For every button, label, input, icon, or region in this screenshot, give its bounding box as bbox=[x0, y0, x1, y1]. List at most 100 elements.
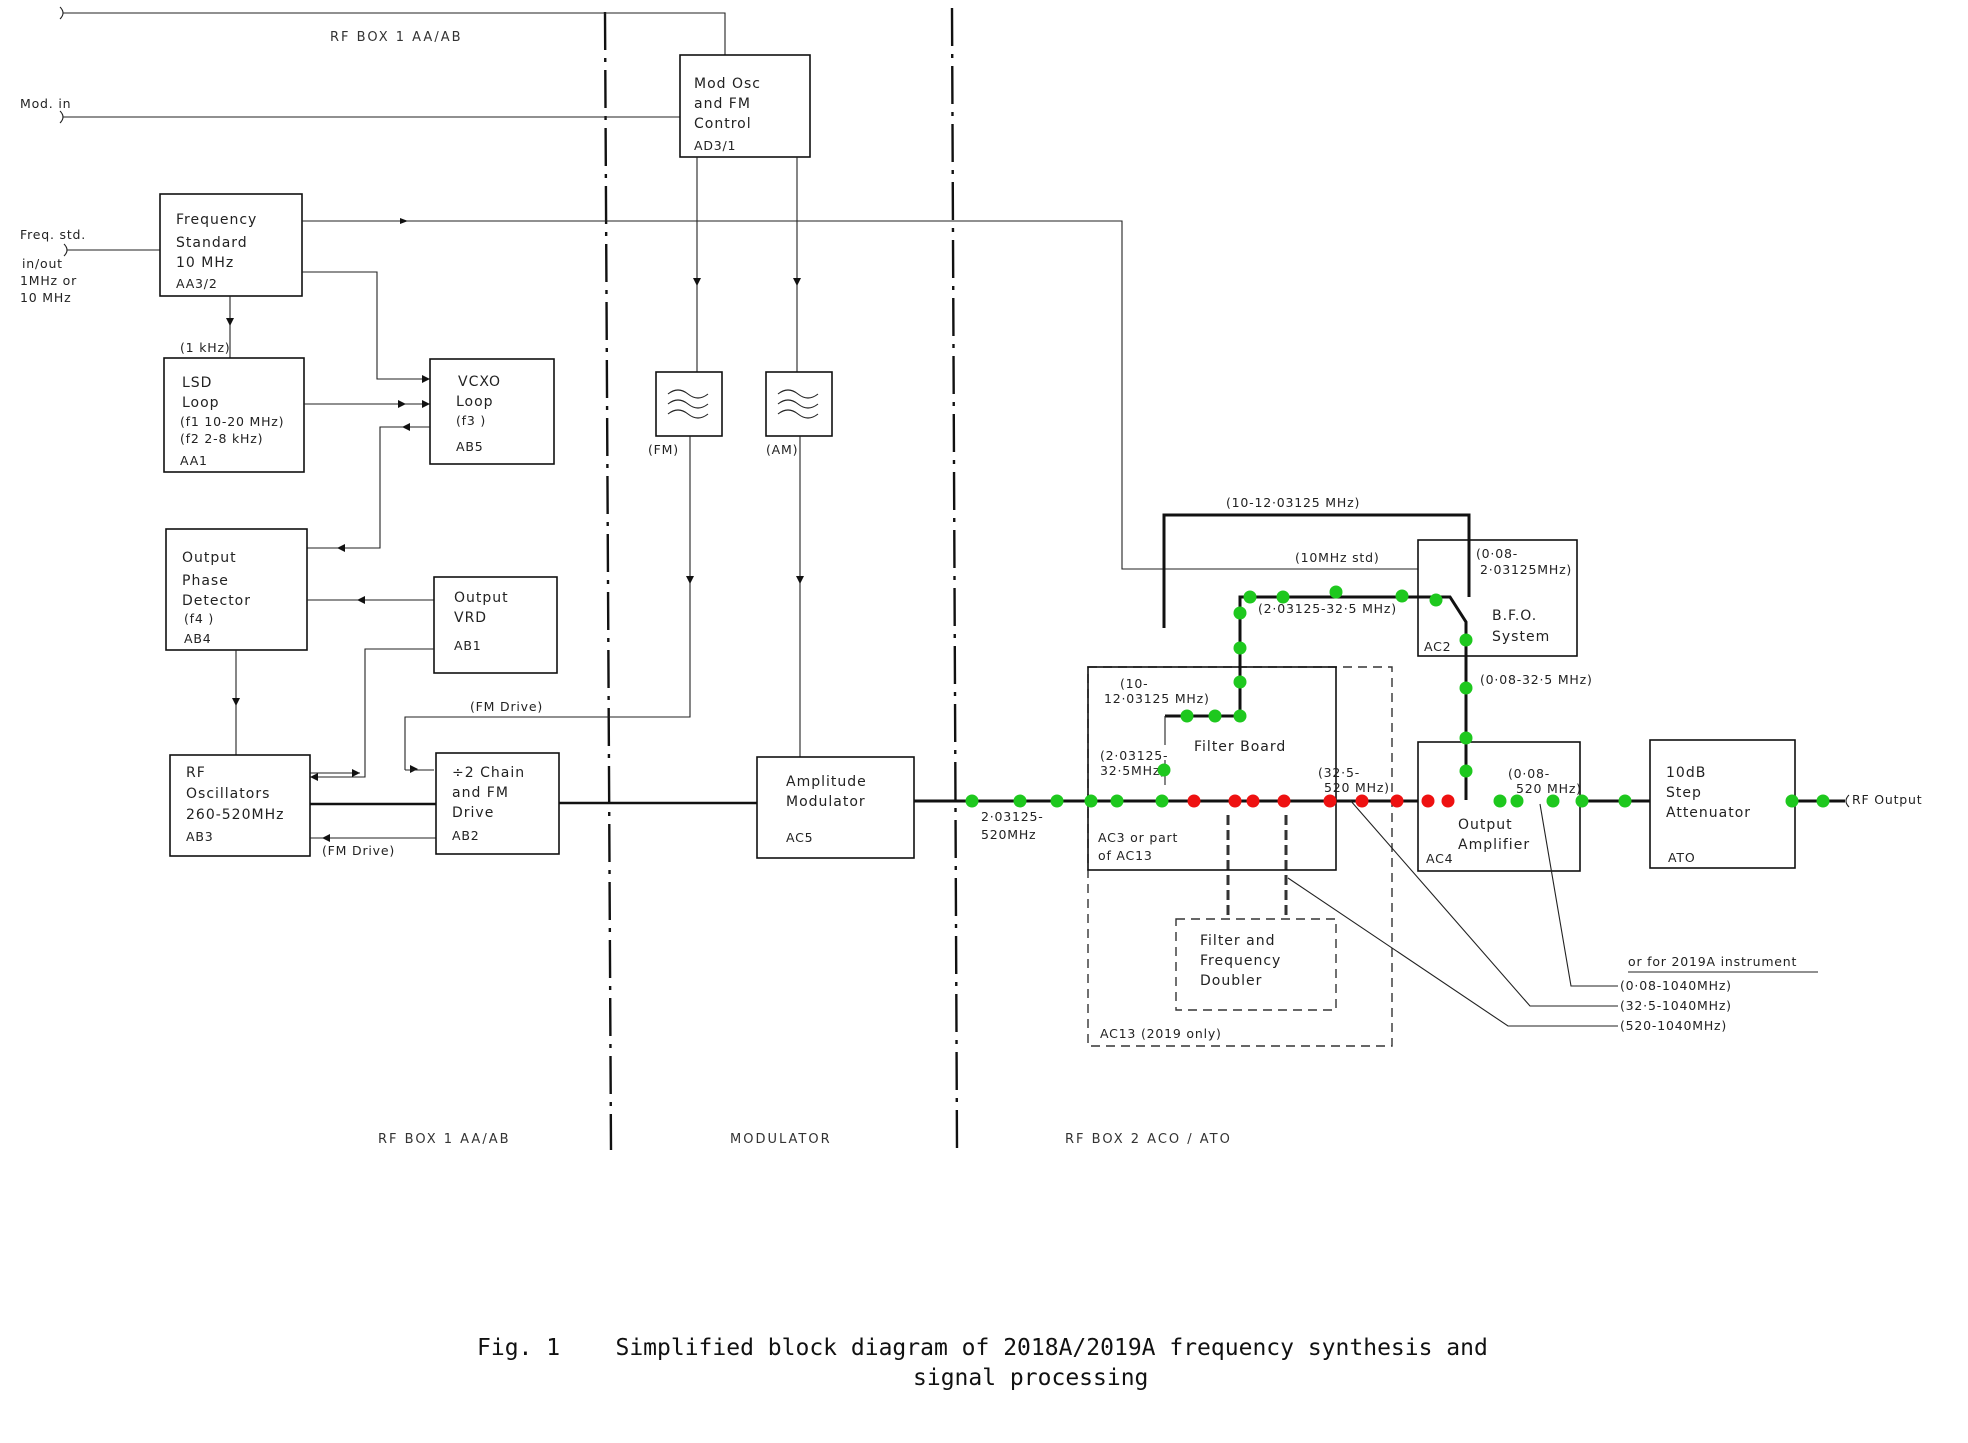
legend-leader-3 bbox=[1287, 877, 1618, 1027]
arrow bbox=[796, 576, 804, 584]
red-marker bbox=[1246, 794, 1260, 808]
red-marker bbox=[1228, 794, 1242, 808]
fm-filter-label: (FM) bbox=[648, 442, 679, 457]
band-main-label-2: 520MHz bbox=[981, 827, 1036, 842]
filter-doubler-block: Filter and Frequency Doubler bbox=[1175, 918, 1337, 1011]
freq-standard-line2: Standard bbox=[176, 235, 248, 251]
oa-freq-1: (0·08- bbox=[1508, 766, 1550, 781]
vcxo-loop-line1: VCXO bbox=[458, 374, 501, 390]
green-marker bbox=[1050, 794, 1064, 808]
lsd-loop-line4: (f2 2-8 kHz) bbox=[180, 431, 263, 446]
bfo-line1: B.F.O. bbox=[1492, 608, 1537, 624]
f-10-12-a-label: (10- bbox=[1120, 676, 1149, 691]
div2-chain-block: ÷2 Chain and FM Drive AB2 bbox=[435, 752, 560, 855]
green-marker bbox=[1233, 709, 1247, 723]
filter-board-label: Filter Board bbox=[1194, 739, 1286, 755]
att-line2: Step bbox=[1666, 785, 1702, 801]
legend-leader-2 bbox=[1349, 799, 1618, 1007]
section-label-rf-box2: RF BOX 2 ACO / ATO bbox=[1065, 1132, 1232, 1147]
green-marker bbox=[1618, 794, 1632, 808]
green-marker bbox=[1785, 794, 1799, 808]
am-filter-label: (AM) bbox=[766, 442, 798, 457]
bfo-freq-2: 2·03125MHz) bbox=[1480, 562, 1572, 577]
green-marker bbox=[1329, 585, 1343, 599]
legend-2019a-item-1: (0·08-1040MHz) bbox=[1620, 978, 1732, 993]
filter-board-block: Filter Board AC3 or part of AC13 bbox=[1087, 666, 1337, 871]
filter-doubler-line1: Filter and bbox=[1200, 933, 1275, 949]
div2-line3: Drive bbox=[452, 805, 494, 821]
arrow bbox=[322, 834, 330, 842]
ac13-label: AC13 (2019 only) bbox=[1100, 1026, 1222, 1041]
frequency-standard-block: Frequency Standard 10 MHz AA3/2 bbox=[159, 193, 303, 297]
att-ref: ATO bbox=[1668, 850, 1695, 865]
path-markers bbox=[965, 585, 1830, 808]
lsd-loop-line1: LSD bbox=[182, 375, 212, 391]
legend-2019a-title: or for 2019A instrument bbox=[1628, 954, 1797, 969]
green-marker bbox=[1459, 764, 1473, 778]
arrow bbox=[400, 218, 408, 224]
f-32-520-b-label: 520 MHz) bbox=[1324, 780, 1390, 795]
fm-drive-bottom-label: (FM Drive) bbox=[322, 843, 395, 858]
div2-line2: and FM bbox=[452, 785, 509, 801]
div2-ref: AB2 bbox=[452, 828, 479, 843]
red-marker bbox=[1355, 794, 1369, 808]
green-marker bbox=[1546, 794, 1560, 808]
green-marker bbox=[965, 794, 979, 808]
ac3-line2: of AC13 bbox=[1098, 848, 1153, 863]
opd-line4: (f4 ) bbox=[184, 611, 214, 626]
red-marker bbox=[1390, 794, 1404, 808]
opd-line1: Output bbox=[182, 550, 237, 566]
green-marker bbox=[1233, 675, 1247, 689]
oa-freq-2: 520 MHz) bbox=[1516, 781, 1582, 796]
green-marker bbox=[1395, 589, 1409, 603]
output-phase-detector-block: Output Phase Detector (f4 ) AB4 bbox=[165, 528, 308, 651]
band-main-label-1: 2·03125- bbox=[981, 809, 1044, 824]
green-marker bbox=[1157, 763, 1171, 777]
red-marker bbox=[1187, 794, 1201, 808]
rf-osc-line2: Oscillators bbox=[186, 786, 270, 802]
top-input-connector bbox=[59, 6, 726, 55]
caption-line-1: Fig. 1 Simplified block diagram of 2018A… bbox=[477, 1335, 1488, 1361]
mod-osc-line3: Control bbox=[694, 116, 752, 132]
caption-line-2: signal processing bbox=[913, 1365, 1148, 1391]
arrow bbox=[422, 375, 430, 383]
vcxo-to-opd-wire bbox=[303, 426, 430, 549]
mod-osc-line2: and FM bbox=[694, 96, 751, 112]
arrow bbox=[693, 278, 701, 286]
green-marker bbox=[1459, 731, 1473, 745]
green-marker bbox=[1084, 794, 1098, 808]
vcxo-loop-line3: (f3 ) bbox=[456, 413, 486, 428]
arrow bbox=[793, 278, 801, 286]
filter-doubler-line3: Doubler bbox=[1200, 973, 1262, 989]
green-marker bbox=[1208, 709, 1222, 723]
rf-osc-ref: AB3 bbox=[186, 829, 213, 844]
red-marker bbox=[1323, 794, 1337, 808]
rf-output-label: RF Output bbox=[1852, 792, 1922, 807]
f-10-12-top-label: (10-12·03125 MHz) bbox=[1226, 495, 1360, 510]
amplitude-modulator-block: Amplitude Modulator AC5 bbox=[756, 756, 915, 859]
vcxo-loop-line2: Loop bbox=[456, 394, 494, 410]
legend-leader-1 bbox=[1539, 803, 1618, 987]
opd-line3: Detector bbox=[182, 593, 251, 609]
freq-standard-line3: 10 MHz bbox=[176, 255, 234, 271]
arrow bbox=[352, 769, 360, 777]
red-marker bbox=[1277, 794, 1291, 808]
att-line1: 10dB bbox=[1666, 765, 1706, 781]
green-marker bbox=[1429, 593, 1443, 607]
green-marker bbox=[1816, 794, 1830, 808]
separator-line-2 bbox=[950, 7, 959, 1151]
bfo-freq-1: (0·08- bbox=[1476, 546, 1518, 561]
vrd-to-rfosc-wire bbox=[309, 648, 434, 778]
green-marker bbox=[1013, 794, 1027, 808]
red-marker bbox=[1421, 794, 1435, 808]
arrow bbox=[686, 576, 694, 584]
mod-in-label: Mod. in bbox=[20, 96, 71, 111]
bfo-ref: AC2 bbox=[1424, 639, 1451, 654]
arrow bbox=[422, 400, 430, 408]
green-marker bbox=[1575, 794, 1589, 808]
separator-line-1 bbox=[603, 11, 613, 1151]
green-marker bbox=[1110, 794, 1124, 808]
section-label-modulator: MODULATOR bbox=[730, 1132, 832, 1147]
green-marker bbox=[1276, 590, 1290, 604]
f-10-12-b-label: 12·03125 MHz) bbox=[1104, 691, 1210, 706]
